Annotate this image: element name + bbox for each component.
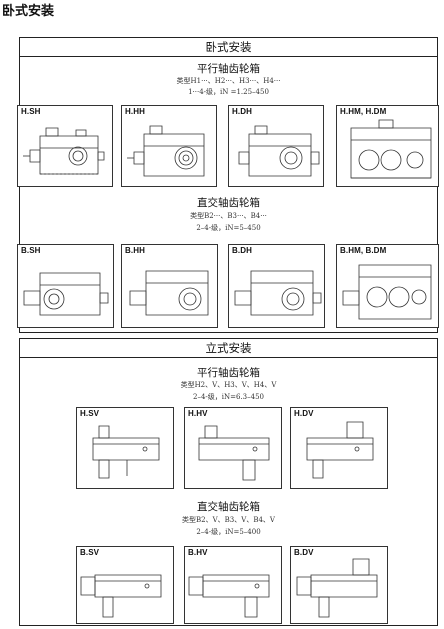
gearbox-diagram-card: H.SH: [17, 105, 113, 187]
gearbox-diagram-card: B.HH: [121, 244, 218, 328]
gearbox-diagram: [77, 547, 175, 625]
section-types: 类型B2、V、B3、V、B4、V: [182, 516, 275, 524]
gearbox-diagram: [77, 408, 175, 490]
gearbox-diagram-card: B.DV: [290, 546, 388, 624]
gearbox-diagram-card: H.SV: [76, 407, 174, 489]
gearbox-diagram: [337, 245, 440, 329]
gearbox-diagram-card: B.DH: [228, 244, 325, 328]
card-label: B.SH: [21, 246, 41, 255]
section-title: 直交轴齿轮箱: [197, 197, 260, 209]
gearbox-diagram-card: B.HV: [184, 546, 282, 624]
gearbox-diagram: [291, 547, 389, 625]
vertical-mounting-panel: 立式安装 平行轴齿轮箱 类型H2、V、H3、V、H4、V 2–4-级，iN=6.…: [19, 338, 438, 626]
section-title: 平行轴齿轮箱: [197, 367, 260, 379]
gearbox-diagram-card: B.SH: [17, 244, 114, 328]
panel-header: 卧式安装: [20, 38, 437, 57]
gearbox-diagram: [122, 245, 219, 329]
section-types: 类型H2、V、H3、V、H4、V: [180, 381, 277, 389]
card-label: B.HM, B.DM: [340, 246, 387, 255]
gearbox-diagram: [122, 106, 218, 188]
card-label: H.HV: [188, 409, 208, 418]
card-label: H.SH: [21, 107, 41, 116]
section-stages: 2–4-级，iN=6.3–450: [193, 393, 264, 401]
card-label: H.DV: [294, 409, 314, 418]
gearbox-diagram-card: B.SV: [76, 546, 174, 624]
section-title: 平行轴齿轮箱: [197, 63, 260, 75]
card-label: B.SV: [80, 548, 100, 557]
section-types: 类型H1···、H2···、H3···、H4···: [176, 77, 281, 85]
gearbox-diagram: [229, 106, 325, 188]
section-types: 类型B2···、B3···、B4···: [190, 212, 267, 220]
gearbox-diagram: [291, 408, 389, 490]
card-label: H.HH: [125, 107, 145, 116]
gearbox-diagram: [229, 245, 326, 329]
horizontal-mounting-panel: 卧式安装 平行轴齿轮箱 类型H1···、H2···、H3···、H4··· 1·…: [17, 37, 439, 333]
gearbox-diagram-card: H.HM, H.DM: [336, 105, 439, 187]
card-label: H.SV: [80, 409, 100, 418]
section-title: 直交轴齿轮箱: [197, 501, 260, 513]
section-stages: 1···4-级，iN =1.25–450: [188, 88, 269, 96]
gearbox-diagram: [185, 547, 283, 625]
card-label: B.HV: [188, 548, 208, 557]
card-label: H.HM, H.DM: [340, 107, 387, 116]
card-label: B.HH: [125, 246, 145, 255]
section-stages: 2–4-级，iN=5–400: [196, 528, 261, 536]
section-stages: 2–4-级，iN=5–450: [196, 224, 261, 232]
gearbox-diagram-card: H.HV: [184, 407, 282, 489]
card-label: B.DH: [232, 246, 252, 255]
gearbox-diagram: [185, 408, 283, 490]
gearbox-diagram: [18, 245, 115, 329]
gearbox-diagram-card: H.HH: [121, 105, 217, 187]
gearbox-diagram-card: H.DH: [228, 105, 324, 187]
gearbox-diagram: [18, 106, 114, 188]
card-label: H.DH: [232, 107, 252, 116]
panel-header: 立式安装: [20, 339, 437, 358]
gearbox-diagram: [337, 106, 440, 188]
gearbox-diagram-card: B.HM, B.DM: [336, 244, 439, 328]
card-label: B.DV: [294, 548, 314, 557]
page-title: 卧式安装: [2, 4, 55, 19]
gearbox-diagram-card: H.DV: [290, 407, 388, 489]
